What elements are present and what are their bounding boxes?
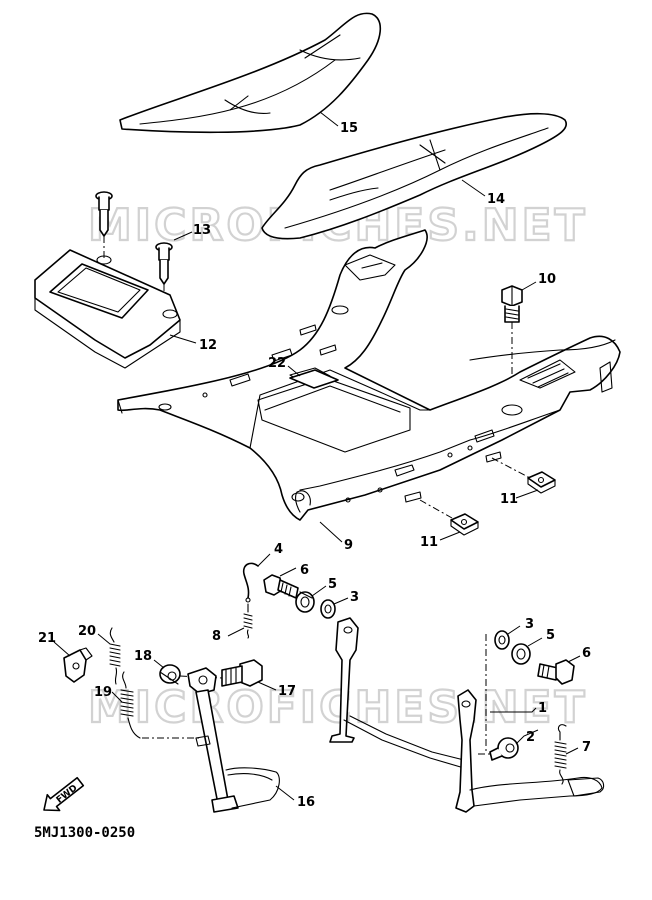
leader-20 — [97, 633, 111, 645]
callout-1: 1 — [538, 701, 547, 716]
callout-10: 10 — [538, 272, 556, 287]
callout-21: 21 — [38, 631, 56, 646]
callout-3a: 3 — [350, 590, 359, 605]
leader-11b — [439, 531, 461, 541]
leader-3b — [507, 625, 521, 635]
leader-13 — [173, 231, 193, 241]
callout-18: 18 — [134, 649, 152, 664]
callout-6b: 6 — [582, 646, 591, 661]
diagram-code: 5MJ1300-0250 — [34, 825, 135, 841]
leader-9 — [319, 521, 343, 543]
callout-13: 13 — [193, 223, 211, 238]
leader-8 — [227, 627, 245, 637]
callout-5a: 5 — [328, 577, 337, 592]
callout-6a: 6 — [300, 563, 309, 578]
callout-4: 4 — [274, 542, 283, 557]
leader-17 — [257, 681, 277, 691]
part-1-main-stand[interactable] — [329, 617, 605, 813]
callout-11a: 11 — [500, 492, 518, 507]
leader-7 — [565, 747, 579, 755]
callout-8: 8 — [212, 629, 221, 644]
leader-11a — [515, 489, 539, 499]
part-7-spring[interactable] — [554, 724, 567, 785]
part-5-collar-lower[interactable] — [511, 643, 531, 665]
axis-11a — [491, 457, 531, 479]
part-18-collar[interactable] — [159, 664, 181, 685]
callout-19: 19 — [94, 685, 112, 700]
part-3-washer-upper[interactable] — [320, 599, 336, 619]
callout-17: 17 — [278, 684, 296, 699]
callout-3b: 3 — [525, 617, 534, 632]
leader-15 — [319, 111, 339, 127]
callout-12: 12 — [199, 338, 217, 353]
axis-11b — [419, 499, 453, 519]
part-6-bolt-upper[interactable] — [263, 574, 299, 599]
part-22-label[interactable] — [289, 369, 339, 389]
part-9-frame[interactable] — [117, 229, 621, 521]
leader-1 — [490, 707, 537, 713]
part-14-floor-mat[interactable] — [261, 112, 567, 240]
callout-20: 20 — [78, 624, 96, 639]
callout-5b: 5 — [546, 628, 555, 643]
leader-5b — [527, 637, 543, 647]
part-11-clip-nut-b[interactable] — [450, 513, 479, 536]
part-2-collar[interactable] — [489, 737, 519, 761]
part-15-floor-mat[interactable] — [119, 12, 381, 134]
part-10-bolt[interactable] — [501, 285, 523, 323]
leader-2 — [515, 729, 539, 745]
leader-16 — [275, 785, 295, 801]
part-11-clip-nut-a[interactable] — [527, 471, 556, 494]
part-16-side-stand[interactable] — [187, 667, 280, 813]
callout-2: 2 — [526, 730, 535, 745]
callout-11b: 11 — [420, 535, 438, 550]
part-5-collar-upper[interactable] — [295, 591, 315, 613]
leader-14 — [461, 179, 486, 197]
callout-9: 9 — [344, 538, 353, 553]
part-6-bolt-lower[interactable] — [537, 659, 575, 685]
part-19-spring[interactable] — [120, 671, 141, 739]
callout-22: 22 — [268, 356, 286, 371]
leader-3a — [333, 597, 349, 605]
leader-5a — [311, 585, 327, 597]
part-17-bolt[interactable] — [221, 659, 263, 687]
part-20-spring[interactable] — [109, 627, 121, 685]
leader-21 — [53, 641, 71, 657]
part-8-spring[interactable] — [243, 603, 253, 639]
leader-18 — [153, 659, 165, 669]
leader-6a — [279, 567, 297, 577]
callout-7: 7 — [582, 740, 591, 755]
leader-10 — [521, 281, 537, 291]
callout-15: 15 — [340, 121, 358, 136]
leader-22 — [287, 365, 301, 377]
leader-4 — [257, 553, 271, 567]
leader-12 — [169, 334, 197, 344]
part-4-hook[interactable] — [242, 562, 259, 603]
watermark-bottom: MICROFICHES.NET — [88, 682, 588, 733]
fwd-arrow-icon: FWD — [43, 776, 85, 812]
leader-19 — [111, 691, 123, 703]
callout-16: 16 — [297, 795, 315, 810]
part-3-washer-lower[interactable] — [494, 630, 510, 650]
callout-14: 14 — [487, 192, 505, 207]
part-12-footrest-pad[interactable] — [34, 249, 181, 369]
part-21-bracket[interactable] — [63, 647, 93, 683]
leader-6b — [567, 655, 581, 663]
